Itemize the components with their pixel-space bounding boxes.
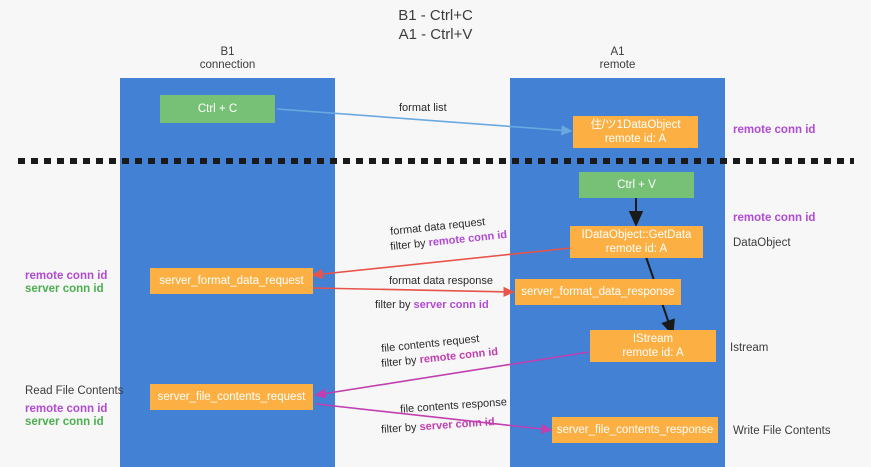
label-left-remote-conn-id: remote conn id [25, 270, 108, 282]
label-left-server-conn-id: server conn id [25, 283, 104, 295]
filter-key: server conn id [419, 416, 495, 434]
filter-prefix: filter by [389, 237, 430, 254]
swimlane-header-b1: B1 connection [199, 46, 256, 71]
edge-label-format-data-response: format data response [389, 275, 493, 287]
edge-label-format-list: format list [399, 102, 447, 114]
label-write-file-contents: Write File Contents [733, 425, 831, 437]
edge-label-file-contents-response: file contents response [399, 396, 508, 416]
page-title: B1 - Ctrl+C A1 - Ctrl+V [398, 7, 473, 43]
label-remote-conn-id-mid: remote conn id [733, 212, 816, 224]
filter-key: server conn id [413, 299, 489, 311]
box-server-file-contents-response[interactable]: server_file_contents_response [552, 417, 718, 443]
edge-label-format-data-response-filter: filter by server conn id [375, 298, 489, 312]
label-left-remote-conn-id-2: remote conn id [25, 403, 108, 415]
label-remote-conn-id-top: remote conn id [733, 124, 816, 136]
box-server-format-data-response[interactable]: server_format_data_response [515, 279, 681, 305]
box-istream[interactable]: IStream remote id: A [590, 330, 716, 362]
box-idataobject-getdata[interactable]: IDataObject::GetData remote id: A [570, 226, 703, 258]
box-ctrl-v[interactable]: Ctrl + V [579, 172, 694, 198]
box-server-format-data-request[interactable]: server_format_data_request [150, 268, 313, 294]
filter-prefix: filter by [380, 354, 421, 371]
label-istream: Istream [730, 342, 769, 354]
section-divider [18, 158, 854, 164]
filter-prefix: filter by [375, 299, 414, 311]
box-server-file-contents-request[interactable]: server_file_contents_request [150, 384, 313, 410]
box-idataobject[interactable]: 住/ツ1DataObject remote id: A [573, 116, 698, 148]
label-left-server-conn-id-2: server conn id [25, 416, 104, 428]
label-dataobject: DataObject [733, 237, 791, 249]
edge-label-file-contents-response-filter: filter by server conn id [381, 415, 495, 437]
label-read-file-contents: Read File Contents [25, 385, 124, 397]
box-ctrl-c[interactable]: Ctrl + C [160, 95, 275, 123]
swimlane-header-a1: A1 remote [599, 46, 636, 71]
filter-prefix: filter by [380, 421, 420, 436]
